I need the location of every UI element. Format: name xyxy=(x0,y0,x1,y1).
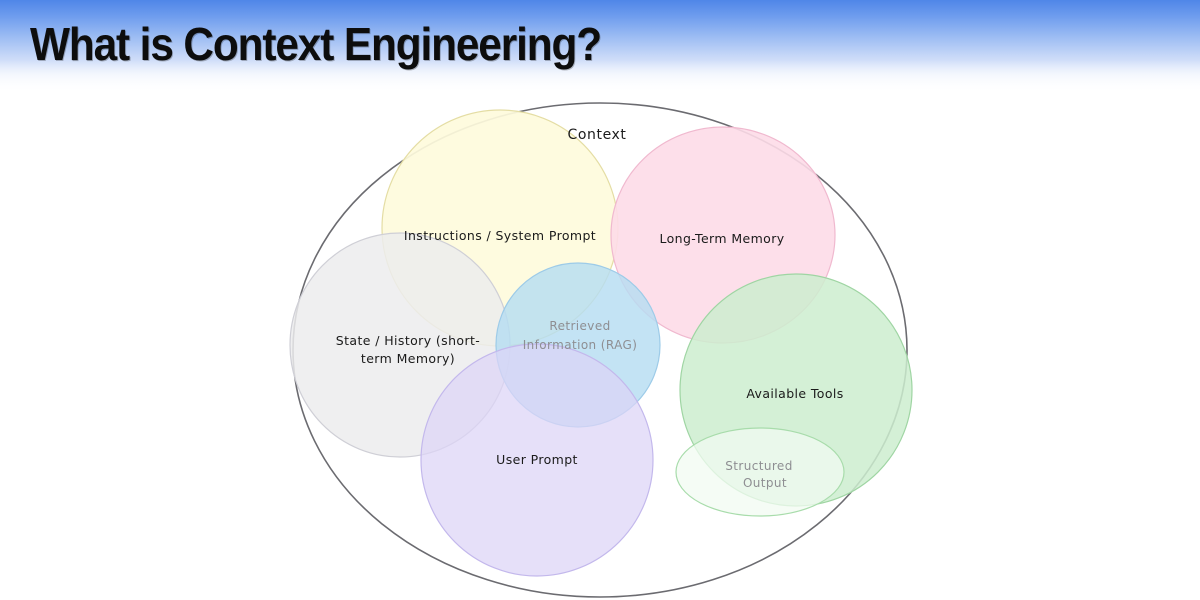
label-retrieved-information-line2: Information (RAG) xyxy=(523,338,638,352)
circle-structured-output[interactable] xyxy=(675,427,845,517)
label-structured-output-line2: Output xyxy=(743,476,787,490)
label-user-prompt: User Prompt xyxy=(496,452,578,467)
label-instructions: Instructions / System Prompt xyxy=(404,228,596,243)
label-long-term-memory: Long-Term Memory xyxy=(659,231,784,246)
label-available-tools: Available Tools xyxy=(746,386,843,401)
page-title: What is Context Engineering? xyxy=(30,18,602,70)
label-structured-output-line1: Structured xyxy=(725,459,792,473)
header-gradient-fade xyxy=(0,60,1200,100)
label-retrieved-information-line1: Retrieved xyxy=(549,319,610,333)
label-context: Context xyxy=(567,127,626,143)
circle-user-prompt[interactable] xyxy=(420,343,654,577)
label-state-history-line2: term Memory) xyxy=(361,351,455,366)
label-state-history-line1: State / History (short- xyxy=(336,333,480,348)
